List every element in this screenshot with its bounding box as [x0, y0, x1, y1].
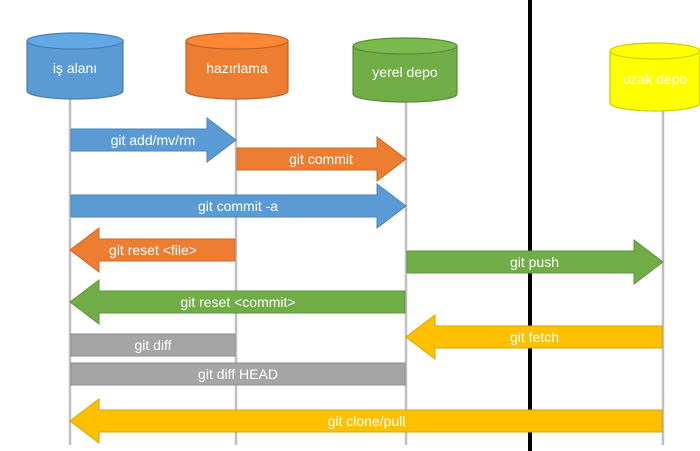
command-arrows: git add/mv/rm git commit git commit -a git …: [69, 116, 664, 445]
store-local: yerel depo: [352, 37, 458, 103]
command-bar: [70, 333, 236, 357]
command-git-diff: git diff: [70, 333, 236, 357]
command-arrow: [69, 226, 236, 274]
command-git-clone-pull: git clone/pull: [69, 397, 663, 445]
cylinder-top: [185, 32, 289, 50]
store-workspace: iş alanı: [26, 32, 124, 100]
command-git-commit-a: git commit -a: [70, 182, 407, 230]
cylinder-body: [185, 40, 289, 100]
command-arrow: [406, 238, 664, 286]
command-arrow: [70, 116, 237, 164]
store-label: hazırlama: [206, 60, 268, 76]
store-label: yerel depo: [372, 64, 438, 80]
cylinder-top: [352, 37, 458, 55]
store-remote: uzak depo: [609, 42, 700, 112]
cylinder-top: [609, 42, 700, 60]
command-git-reset-file: git reset <file>: [69, 226, 236, 274]
command-label: git commit: [289, 151, 353, 167]
command-label: git diff HEAD: [198, 366, 278, 382]
command-git-commit: git commit: [236, 135, 407, 183]
command-git-diff-head: git diff HEAD: [70, 362, 406, 386]
command-label: git reset <commit>: [180, 294, 295, 310]
command-git-reset-commit: git reset <commit>: [69, 278, 406, 326]
cylinder-body: [609, 50, 700, 112]
command-label: git reset <file>: [109, 242, 197, 258]
store-label: iş alanı: [53, 60, 97, 76]
cylinder-body: [26, 40, 124, 100]
command-label: git add/mv/rm: [111, 132, 196, 148]
lifelines: [68, 95, 665, 445]
command-git-push: git push: [406, 238, 664, 286]
command-arrow: [236, 135, 407, 183]
command-arrow: [70, 182, 407, 230]
command-label: git diff: [134, 337, 171, 353]
store-staging: hazırlama: [185, 32, 289, 100]
command-label: git commit -a: [198, 198, 278, 214]
command-label: git clone/pull: [328, 413, 406, 429]
command-git-add-mv-rm: git add/mv/rm: [70, 116, 237, 164]
command-bar: [70, 362, 406, 386]
command-label: git fetch: [510, 329, 559, 345]
cylinder-body: [352, 45, 458, 103]
store-label: uzak depo: [623, 71, 688, 87]
command-label: git push: [510, 254, 559, 270]
command-arrow: [405, 313, 663, 361]
command-git-fetch: git fetch: [405, 313, 663, 361]
command-arrow: [69, 278, 406, 326]
cylinder-top: [26, 32, 124, 50]
command-arrow: [69, 397, 663, 445]
storage-cylinders: iş alanı hazırlama yerel depo uzak depo: [26, 32, 700, 112]
